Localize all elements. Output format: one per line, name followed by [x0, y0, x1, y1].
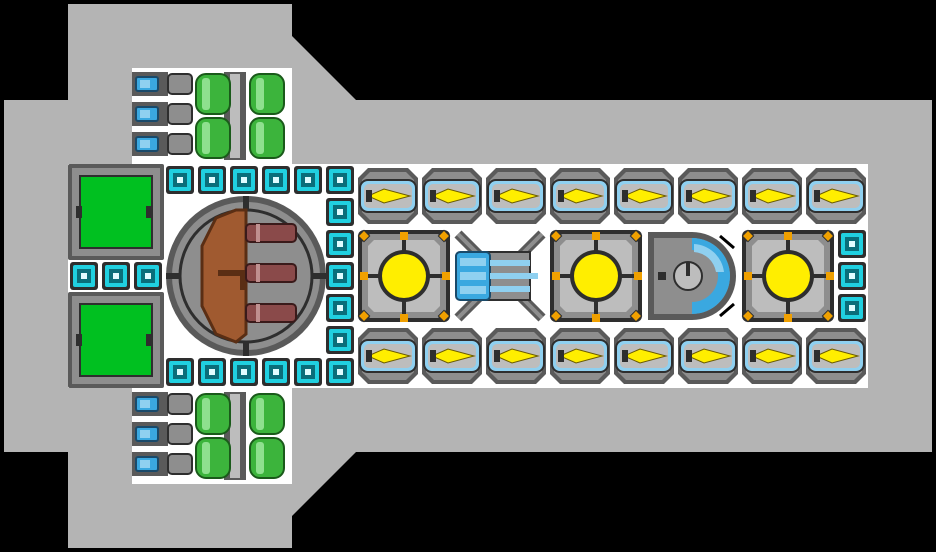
cyan-block [230, 166, 258, 194]
cyan-block [70, 262, 98, 290]
shield-dome-module [648, 232, 736, 320]
cell-pod [614, 328, 674, 384]
engine-nozzle [132, 132, 193, 156]
cell-pod-group [358, 168, 866, 384]
cyan-block [294, 166, 322, 194]
cyan-block [838, 230, 866, 258]
cyan-block [326, 358, 354, 386]
cell-pod [614, 168, 674, 224]
fuel-tank [249, 117, 285, 159]
cell-pod [806, 328, 866, 384]
cyan-block [326, 326, 354, 354]
fuel-tank [195, 393, 231, 435]
cyan-block [230, 358, 258, 386]
cell-pod [806, 168, 866, 224]
engine-nozzle [132, 102, 193, 126]
cannon-barrel-2 [245, 263, 297, 283]
engine-nozzle [132, 392, 193, 416]
cyan-block [326, 294, 354, 322]
fuel-tank [249, 437, 285, 479]
cyan-block-group [70, 166, 866, 386]
engine-cluster-upper [132, 72, 285, 160]
reactor-group [357, 229, 835, 323]
cell-pod [358, 328, 418, 384]
cyan-block [326, 230, 354, 258]
cyan-block [102, 262, 130, 290]
green-panel-upper [68, 164, 164, 260]
cell-pod [678, 328, 738, 384]
cannon-barrel-3 [245, 303, 297, 323]
thruster-module [452, 228, 548, 324]
cyan-block [326, 198, 354, 226]
cannon-barrel-1 [245, 223, 297, 243]
core-reactor [357, 229, 451, 323]
engine-nozzle [132, 72, 193, 96]
core-reactor [549, 229, 643, 323]
fuel-tank [195, 117, 231, 159]
cyan-block [326, 262, 354, 290]
cyan-block [166, 358, 194, 386]
engine-nozzle [132, 422, 193, 446]
cyan-block [262, 166, 290, 194]
cell-pod [742, 168, 802, 224]
cell-pod [678, 168, 738, 224]
cannon-turret [166, 196, 326, 356]
core-reactor [741, 229, 835, 323]
cyan-block [198, 166, 226, 194]
cell-pod [742, 328, 802, 384]
cell-pod [358, 168, 418, 224]
cyan-block [198, 358, 226, 386]
fuel-tank [249, 393, 285, 435]
fuel-tank [195, 437, 231, 479]
cyan-block [166, 166, 194, 194]
cyan-block [134, 262, 162, 290]
green-panel-lower [68, 292, 164, 388]
cell-pod [486, 168, 546, 224]
cyan-block [838, 262, 866, 290]
engine-cluster-lower [132, 392, 285, 480]
cyan-block [326, 166, 354, 194]
cyan-block [294, 358, 322, 386]
cell-pod [550, 168, 610, 224]
cell-pod [550, 328, 610, 384]
cell-pod [422, 168, 482, 224]
fuel-tank [195, 73, 231, 115]
cell-pod [422, 328, 482, 384]
cyan-block [262, 358, 290, 386]
cell-pod [486, 328, 546, 384]
engine-nozzle [132, 452, 193, 476]
fuel-tank [249, 73, 285, 115]
cyan-block [838, 294, 866, 322]
